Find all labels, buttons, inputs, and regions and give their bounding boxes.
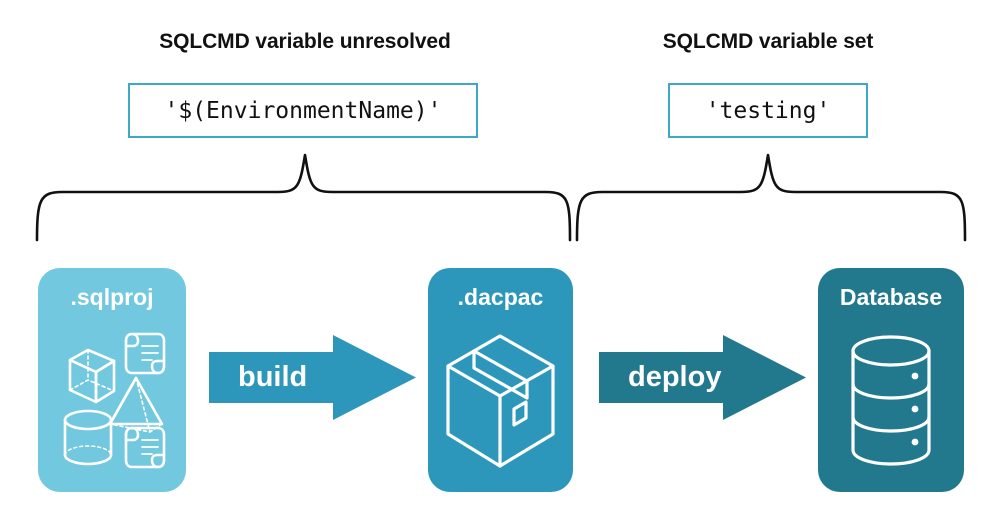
database-icon-group xyxy=(851,335,931,466)
arrow-build-shape xyxy=(209,335,416,420)
package-box-icon xyxy=(446,334,555,468)
scroll-icon xyxy=(124,332,166,375)
code-box-testing: 'testing' xyxy=(668,83,868,138)
arrow-deploy-shape xyxy=(599,335,806,420)
database-cylinder-icon xyxy=(851,335,931,466)
arrow-deploy: deploy xyxy=(595,330,810,425)
sqlproj-icon-group xyxy=(63,332,166,469)
arrow-deploy-label: deploy xyxy=(628,361,722,393)
arrow-build-label: build xyxy=(238,361,308,393)
brace-left-icon xyxy=(35,153,572,242)
heading-sqlcmd-variable-unresolved: SQLCMD variable unresolved xyxy=(159,30,451,53)
node-database-label: Database xyxy=(839,284,943,310)
node-sqlproj: .sqlproj xyxy=(38,268,186,492)
arrow-build: build xyxy=(205,330,420,425)
cube-icon xyxy=(68,348,116,404)
node-dacpac-label: .dacpac xyxy=(457,284,544,310)
heading-sqlcmd-variable-set: SQLCMD variable set xyxy=(662,30,874,53)
cylinder-icon xyxy=(63,409,113,466)
pyramid-icon xyxy=(108,376,164,433)
dacpac-icon-group xyxy=(446,334,555,468)
code-box-environment-name: '$(EnvironmentName)' xyxy=(128,83,478,138)
node-dacpac: .dacpac xyxy=(428,268,573,492)
node-sqlproj-label: .sqlproj xyxy=(70,284,154,310)
scroll-icon xyxy=(124,426,166,469)
node-database: Database xyxy=(818,268,964,492)
brace-right-icon xyxy=(575,153,967,242)
